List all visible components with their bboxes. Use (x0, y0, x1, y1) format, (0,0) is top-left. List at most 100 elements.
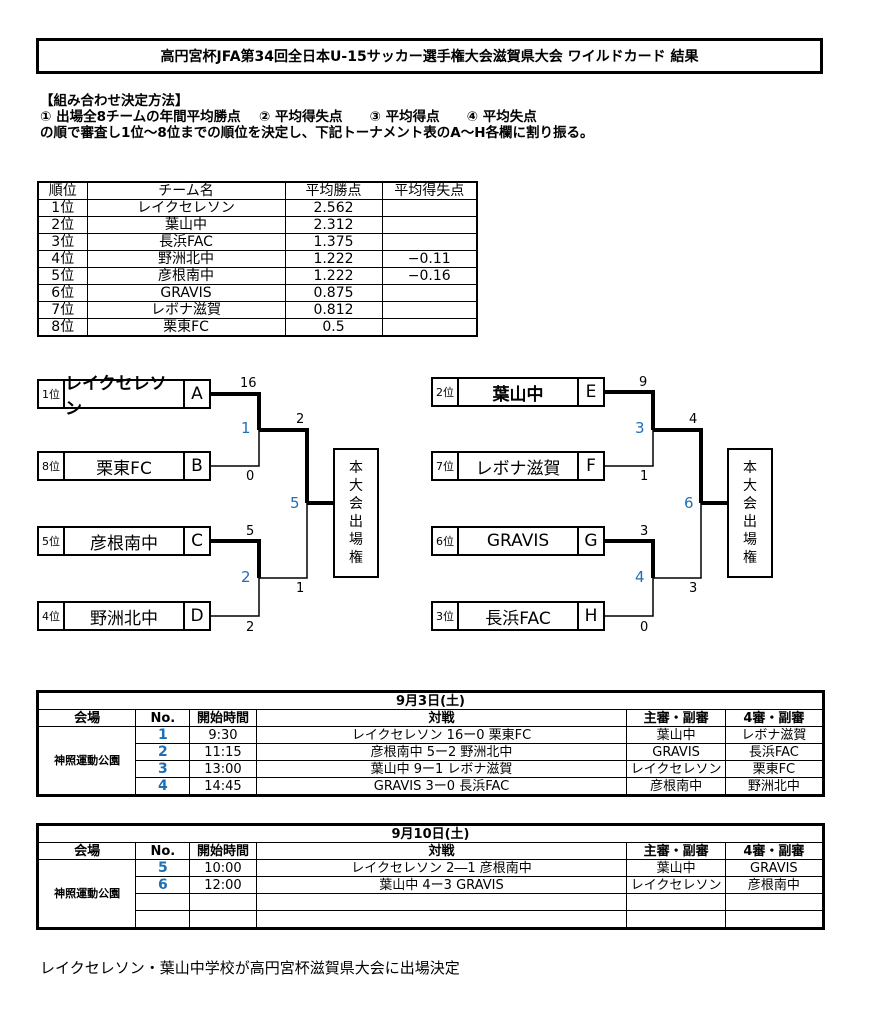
start-time: 14:45 (189, 777, 257, 796)
slot-team: レイクセレソン (65, 374, 167, 419)
bracket-slot-e: 2位 葉山中 E (431, 377, 605, 407)
bracket-slot-f: 7位 レボナ滋賀 F (431, 451, 605, 481)
final-box-char: 場 (743, 532, 757, 548)
schedule-date-row: 9月3日(土) (37, 691, 824, 710)
match-no-6: 6 (684, 494, 694, 512)
method-line2: の順で審査し1位～8位までの順位を決定し、下記トーナメント表のA～H各欄に割り振… (40, 125, 594, 141)
match-result: GRAVIS 3ー0 長浜FAC (255, 777, 628, 796)
match-number: 3 (135, 760, 191, 778)
venue-cell: 神照運動公園 (36, 726, 137, 796)
fourth-official: 野洲北中 (724, 777, 825, 796)
ranking-cell: 0.5 (284, 318, 383, 337)
ranking-cell: レイクセレソン (86, 199, 286, 217)
score-e: 9 (639, 375, 648, 390)
score-a: 16 (240, 376, 257, 391)
slot-letter: D (183, 603, 209, 629)
match-number: 6 (135, 876, 191, 894)
slot-letter: B (183, 453, 209, 479)
slot-rank: 6位 (433, 528, 459, 554)
fourth-official (724, 910, 825, 929)
ranking-cell: 7位 (37, 301, 88, 319)
slot-team: 彦根南中 (90, 533, 158, 554)
slot-rank: 4位 (39, 603, 65, 629)
slot-team: レボナ滋賀 (475, 458, 561, 479)
method-heading: 【組み合わせ決定方法】 (40, 93, 189, 109)
final-box-char: 場 (349, 532, 363, 548)
page-title: 高円宮杯JFA第34回全日本U-15サッカー選手権大会滋賀県大会 ワイルドカード… (36, 38, 823, 74)
final-berth-box-left: 本 大 会 出 場 権 (333, 448, 379, 578)
schedule-date: 9月3日(土) (37, 691, 824, 710)
start-time: 9:30 (189, 726, 257, 744)
slot-rank: 3位 (433, 603, 459, 629)
slot-rank: 7位 (433, 453, 459, 479)
match-number: 4 (135, 777, 191, 796)
method-line1: ① 出場全8チームの年間平均勝点 ② 平均得失点 ③ 平均得点 ④ 平均失点 (40, 109, 537, 125)
final-box-char: 本 (743, 460, 757, 476)
start-time (189, 893, 257, 911)
schedule-row (38, 893, 825, 911)
ranking-cell: 1.375 (284, 233, 383, 251)
final-box-char: 出 (743, 514, 757, 530)
final-box-char: 出 (349, 514, 363, 530)
start-time: 10:00 (189, 859, 257, 877)
bracket-slot-a: 1位 レイクセレソン A (37, 374, 211, 419)
schedule-date-row: 9月10日(土) (37, 824, 824, 843)
score-b: 0 (246, 469, 255, 484)
match-no-3: 3 (635, 419, 645, 437)
schedule-header: 主審・副審 (626, 709, 726, 727)
final-box-char: 会 (743, 496, 757, 512)
start-time (189, 910, 257, 929)
bracket-lines (211, 390, 727, 617)
ranking-cell: 1位 (37, 199, 88, 217)
schedule-table-2: 9月10日(土) 会場 No. 開始時間 対戦 主審・副審 4審・副審 神照運動… (36, 823, 825, 930)
schedule-header: 開始時間 (189, 842, 257, 860)
match-result: レイクセレソン 16ー0 栗東FC (255, 726, 628, 744)
schedule-header-row: 会場 No. 開始時間 対戦 主審・副審 4審・副審 (36, 842, 825, 860)
match-number: 5 (135, 859, 191, 877)
score-f: 1 (640, 469, 649, 484)
ranking-cell: 3位 (37, 233, 88, 251)
ranking-cell: 2.312 (284, 216, 383, 234)
start-time: 13:00 (189, 760, 257, 778)
schedule-header: 会場 (36, 709, 137, 727)
start-time: 12:00 (189, 876, 257, 894)
bracket-slot-b: 8位 栗東FC B (37, 451, 211, 481)
referee: 彦根南中 (626, 777, 726, 796)
match-number (135, 910, 191, 929)
fourth-official (724, 893, 825, 911)
referee: GRAVIS (626, 743, 726, 761)
match-result (255, 910, 628, 929)
match-result: レイクセレソン 2―1 彦根南中 (255, 859, 628, 877)
referee: レイクセレソン (626, 876, 726, 894)
fourth-official: GRAVIS (724, 859, 825, 877)
ranking-cell: 栗東FC (86, 318, 286, 337)
schedule-header-row: 会場 No. 開始時間 対戦 主審・副審 4審・副審 (36, 709, 825, 727)
match-no-2: 2 (241, 568, 251, 586)
schedule-header: No. (135, 842, 191, 860)
match-no-5: 5 (290, 494, 300, 512)
match-result: 葉山中 9ー1 レボナ滋賀 (255, 760, 628, 778)
slot-team: GRAVIS (486, 531, 550, 551)
slot-letter: E (577, 379, 603, 405)
schedule-date: 9月10日(土) (37, 824, 824, 843)
fourth-official: 長浜FAC (724, 743, 825, 761)
slot-letter: A (183, 381, 209, 407)
ranking-cell: レボナ滋賀 (86, 301, 286, 319)
method-section: 【組み合わせ決定方法】 ① 出場全8チームの年間平均勝点 ② 平均得失点 ③ 平… (40, 93, 594, 141)
schedule-row: 3 13:00 葉山中 9ー1 レボナ滋賀 レイクセレソン 栗東FC (38, 760, 825, 778)
ranking-cell (381, 301, 478, 319)
ranking-header: 平均勝点 (284, 181, 383, 200)
referee (626, 910, 726, 929)
schedule-header: 会場 (36, 842, 137, 860)
slot-letter: H (577, 603, 603, 629)
fourth-official: レボナ滋賀 (724, 726, 825, 744)
score-m2: 1 (296, 581, 305, 596)
match-result: 葉山中 4ー3 GRAVIS (255, 876, 628, 894)
slot-team: 野洲北中 (90, 608, 158, 629)
